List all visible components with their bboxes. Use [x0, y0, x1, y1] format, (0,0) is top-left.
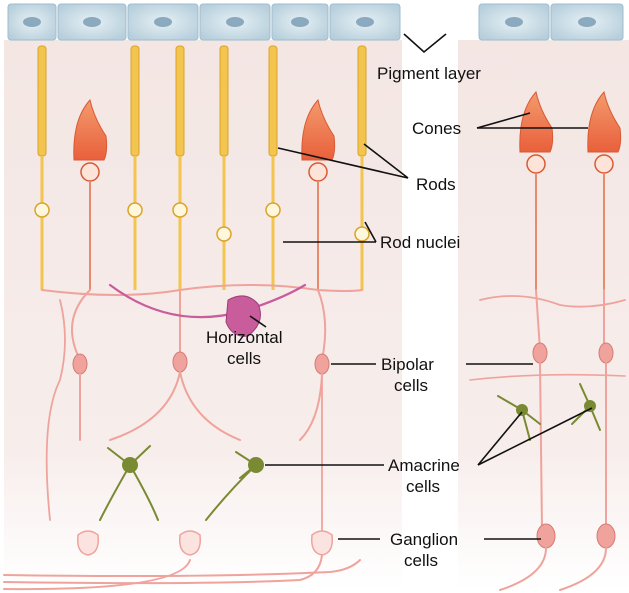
label-bipolar-line1: Bipolar — [381, 355, 434, 374]
bipolar-cell-body — [73, 354, 87, 374]
rod-outer-segment — [38, 46, 46, 156]
ganglion-cell-body — [180, 531, 201, 555]
bipolar-cell-body — [173, 352, 187, 372]
label-rods: Rods — [416, 175, 456, 194]
label-amacrine-line2: cells — [406, 477, 440, 496]
rod-nucleus — [35, 203, 49, 217]
label-bipolar-line2: cells — [394, 376, 428, 395]
pigment-layer — [8, 4, 623, 40]
bipolar-cell-body — [599, 343, 613, 363]
pigment-leader — [404, 34, 446, 52]
rod-nucleus — [217, 227, 231, 241]
rod-nucleus — [173, 203, 187, 217]
bipolar-cell-body — [533, 343, 547, 363]
pigment-nucleus — [356, 17, 374, 27]
pigment-nucleus — [83, 17, 101, 27]
ganglion-cell-body — [597, 524, 615, 548]
label-ganglion-line1: Ganglion — [390, 530, 458, 549]
rod-outer-segment — [220, 46, 228, 156]
bipolar-cell-body — [315, 354, 329, 374]
label-cones: Cones — [412, 119, 461, 138]
pigment-nucleus — [23, 17, 41, 27]
rod-outer-segment — [358, 46, 366, 156]
rod-outer-segment — [176, 46, 184, 156]
rod-outer-segment — [269, 46, 277, 156]
cone-nucleus — [309, 163, 327, 181]
pigment-nucleus — [578, 17, 596, 27]
ganglion-cell-body — [537, 524, 555, 548]
cone-nucleus — [527, 155, 545, 173]
cone-nucleus — [595, 155, 613, 173]
pigment-nucleus — [505, 17, 523, 27]
label-rod-nuclei: Rod nuclei — [380, 233, 460, 252]
pigment-nucleus — [154, 17, 172, 27]
rod-outer-segment — [131, 46, 139, 156]
rod-nucleus — [355, 227, 369, 241]
label-pigment-layer: Pigment layer — [377, 64, 481, 83]
label-amacrine-line1: Amacrine — [388, 456, 460, 475]
ganglion-cell-body — [312, 531, 333, 555]
pigment-nucleus — [226, 17, 244, 27]
rod-nucleus — [266, 203, 280, 217]
ganglion-cell-body — [78, 531, 99, 555]
rod-nucleus — [128, 203, 142, 217]
label-ganglion-line2: cells — [404, 551, 438, 570]
label-horizontal-line1: Horizontal — [206, 328, 283, 347]
cone-nucleus — [81, 163, 99, 181]
label-horizontal-line2: cells — [227, 349, 261, 368]
pigment-nucleus — [291, 17, 309, 27]
